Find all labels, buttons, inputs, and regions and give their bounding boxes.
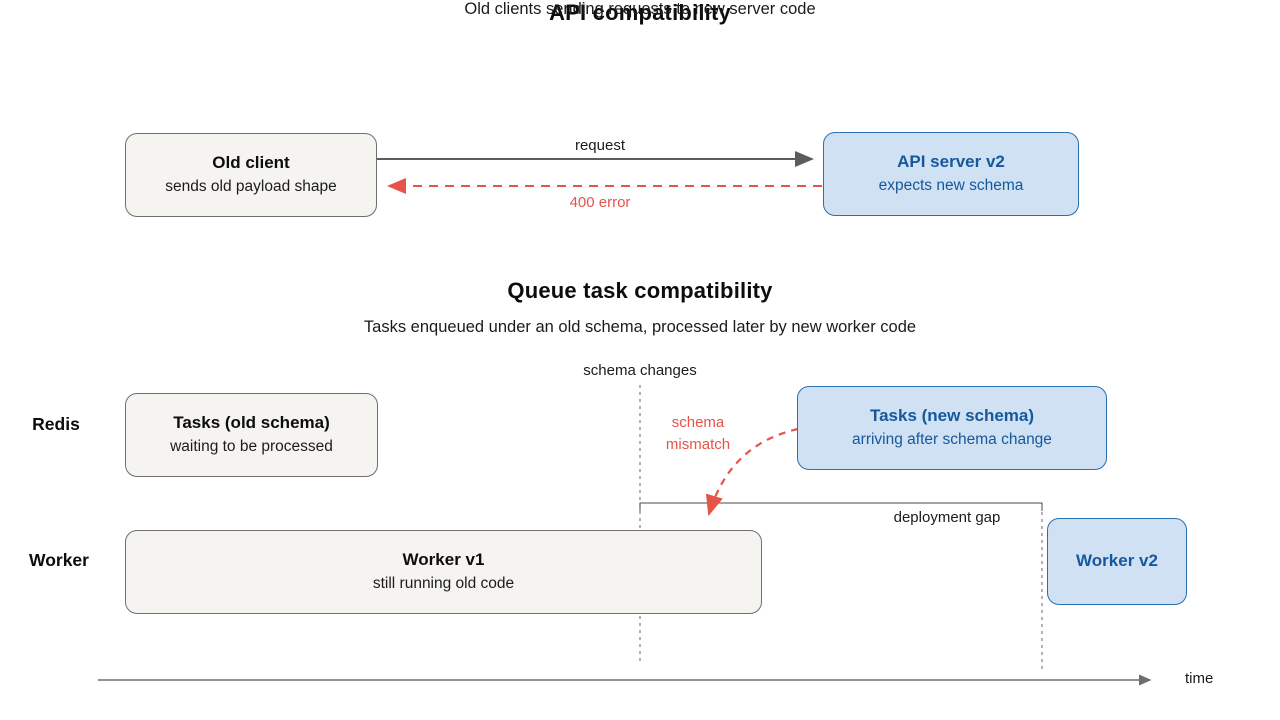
api-server-node: API server v2 expects new schema bbox=[823, 132, 1079, 216]
deployment-gap-bracket bbox=[639, 502, 1043, 511]
time-axis-label: time bbox=[1185, 670, 1214, 687]
worker-v2-title: Worker v2 bbox=[1076, 551, 1158, 571]
worker-v2-node: Worker v2 bbox=[1047, 518, 1187, 605]
redis-row-label: Redis bbox=[32, 414, 80, 434]
worker-row-label: Worker bbox=[29, 550, 89, 570]
tasks-new-subtitle: arriving after schema change bbox=[852, 431, 1052, 448]
api-server-subtitle: expects new schema bbox=[878, 177, 1024, 194]
schema-changes-label: schema changes bbox=[583, 362, 697, 379]
queue-section-subtitle: Tasks enqueued under an old schema, proc… bbox=[363, 318, 917, 336]
tasks-new-title: Tasks (new schema) bbox=[869, 406, 1035, 426]
error-arrow-label: 400 error bbox=[569, 194, 631, 211]
old-client-node: Old client sends old payload shape bbox=[125, 133, 377, 217]
request-arrow-label: request bbox=[574, 137, 626, 154]
deployment-gap-label: deployment gap bbox=[893, 509, 1001, 526]
old-client-title: Old client bbox=[212, 153, 290, 173]
schema-mismatch-label: schema mismatch bbox=[665, 414, 731, 453]
tasks-old-node: Tasks (old schema) waiting to be process… bbox=[125, 393, 378, 477]
old-client-subtitle: sends old payload shape bbox=[165, 178, 337, 195]
api-section-subtitle: Old clients sending requests to new serv… bbox=[464, 0, 816, 18]
tasks-old-subtitle: waiting to be processed bbox=[170, 438, 333, 455]
worker-v1-subtitle: still running old code bbox=[372, 575, 515, 592]
tasks-old-title: Tasks (old schema) bbox=[173, 413, 330, 433]
queue-section-title: Queue task compatibility bbox=[507, 278, 773, 303]
tasks-new-node: Tasks (new schema) arriving after schema… bbox=[797, 386, 1107, 470]
worker-v1-node: Worker v1 still running old code bbox=[125, 530, 762, 614]
schema-mismatch-arrow bbox=[705, 427, 799, 517]
api-server-title: API server v2 bbox=[897, 152, 1005, 172]
api-section-title: API compatibility bbox=[549, 0, 731, 25]
worker-v1-title: Worker v1 bbox=[402, 550, 485, 570]
